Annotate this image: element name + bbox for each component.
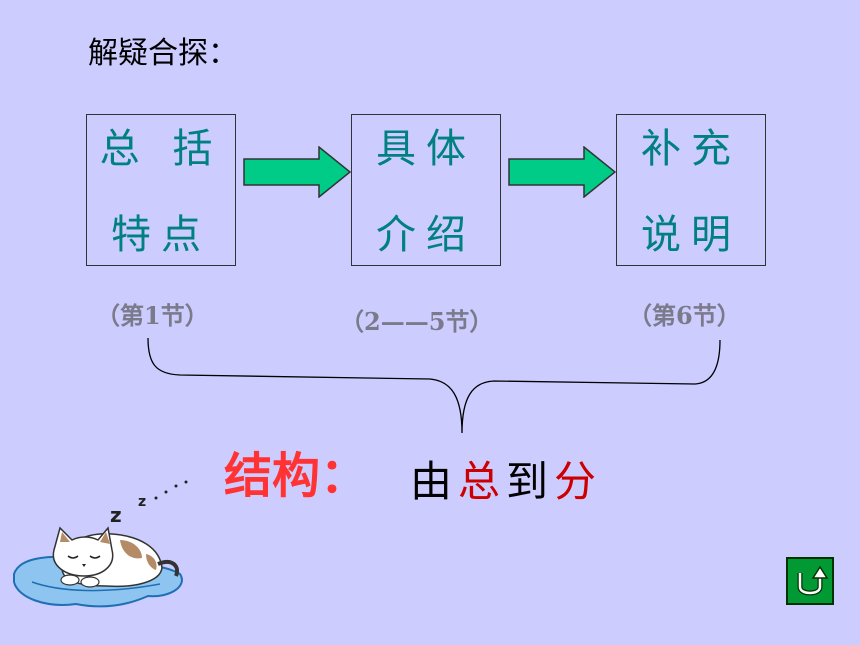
- box-summary-features: 总 括 特点: [86, 114, 236, 266]
- section-note-2: （2——5节）: [340, 307, 494, 336]
- section-note-3: （第6节）: [628, 301, 741, 330]
- box-detailed-intro: 具体 介绍: [351, 114, 501, 266]
- curly-brace-icon: [147, 338, 721, 434]
- structure-label: 结构：: [224, 448, 369, 504]
- svg-text:z: z: [138, 494, 146, 510]
- box-1-line-2: 特点: [111, 212, 211, 258]
- svg-text:z: z: [110, 503, 122, 527]
- structure-part-3: 到: [506, 457, 555, 506]
- structure-value: 由总到分: [410, 448, 602, 509]
- box-2-line-1: 具体: [376, 126, 476, 172]
- structure-part-2: 总: [458, 457, 507, 506]
- sleeping-cat-icon: z z: [13, 480, 188, 608]
- structure-part-4: 分: [554, 457, 603, 506]
- section-note-1: （第1节）: [96, 301, 209, 330]
- return-u-turn-icon: [797, 565, 829, 596]
- box-3-line-2: 说明: [641, 212, 741, 258]
- back-button[interactable]: [786, 557, 834, 605]
- page-title: 解疑合探：: [88, 36, 238, 71]
- structure-part-1: 由: [410, 457, 459, 506]
- box-1-line-1: 总 括: [99, 126, 223, 172]
- box-supplement: 补充 说明: [616, 114, 766, 266]
- right-arrow-icon: [508, 146, 616, 198]
- right-arrow-icon: [243, 146, 351, 198]
- box-3-line-1: 补充: [641, 126, 741, 172]
- box-2-line-2: 介绍: [376, 212, 476, 258]
